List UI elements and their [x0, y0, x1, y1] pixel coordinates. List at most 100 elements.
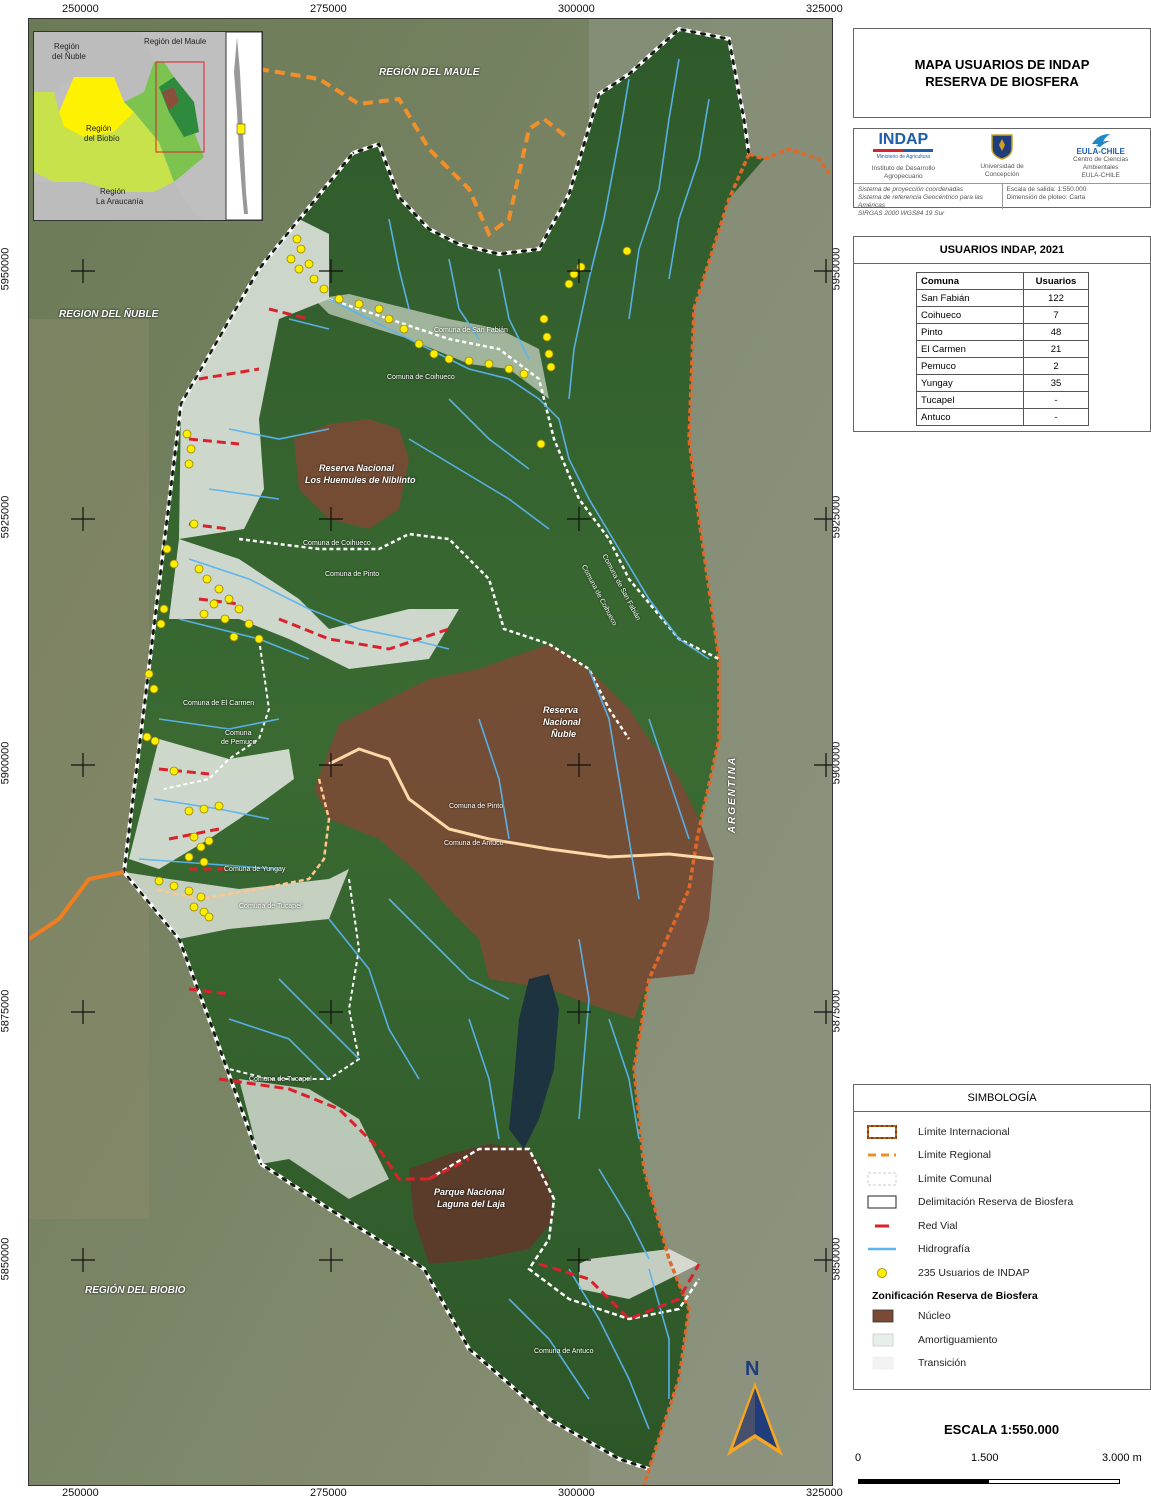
scale-label-1500: 1.500 [971, 1452, 999, 1464]
coord-top-300000: 300000 [558, 3, 595, 15]
legend-label: Límite Internacional [918, 1125, 1010, 1138]
scale-bar-segment-2 [989, 1480, 1119, 1483]
table-row: Tucapel- [916, 391, 1089, 409]
limite-internacional-icon [864, 1124, 900, 1139]
legend-item-delimitacion: Delimitación Reserva de Biosfera [854, 1191, 1150, 1215]
label-comuna-yungay: Comuna de Yungay [224, 866, 286, 873]
grid-crosses [71, 259, 832, 1272]
limite-comunal-icon [864, 1172, 900, 1186]
north-arrow: N [725, 1358, 785, 1458]
legend-zonification-heading: Zonificación Reserva de Biosfera [872, 1289, 1038, 1302]
col-usuarios: Usuarios [1023, 272, 1089, 290]
zone-transicion-2 [169, 539, 459, 669]
coord-left-5900000: 5900000 [0, 741, 12, 785]
cell-comuna: Pinto [916, 323, 1024, 341]
inset-label-araucania-2: La Araucanía [96, 197, 144, 206]
label-comuna-elcarmen: Comuna de El Carmen [183, 700, 255, 707]
cell-comuna: Coihueco [916, 306, 1024, 324]
inset-label-biobio-1: Región [86, 124, 112, 133]
label-parque-laja-2: Laguna del Laja [437, 1199, 506, 1209]
legend-label: Red Vial [918, 1219, 958, 1232]
usuarios-point-icon [864, 1266, 900, 1280]
limite-comunal-3 [163, 638, 271, 790]
title-panel: MAPA USUARIOS DE INDAP RESERVA DE BIOSFE… [853, 28, 1151, 118]
eula-caption-1: Centro de Ciencias [1073, 156, 1129, 163]
title-line-1: MAPA USUARIOS DE INDAP [914, 57, 1090, 72]
north-arrow-icon [727, 1382, 783, 1456]
label-comuna-pinto-2: Comuna de Pinto [449, 803, 504, 810]
users-panel: USUARIOS INDAP, 2021 Comuna Usuarios San… [853, 236, 1151, 432]
udec-logo-cell: Universidad de Concepción [953, 129, 1052, 183]
cell-comuna: Yungay [916, 374, 1024, 392]
label-region-nuble: REGION DEL ÑUBLE [59, 309, 159, 320]
label-comuna-antuco-2: Comuna de Antuco [534, 1348, 594, 1355]
legend-label: Transición [918, 1357, 967, 1370]
nucleo-nuble [314, 644, 714, 1019]
cell-usuarios: 35 [1023, 374, 1089, 392]
inset-map-canvas [34, 32, 262, 220]
coord-left-5925000: 5925000 [0, 495, 12, 539]
scale-label-3000: 3.000 m [1102, 1452, 1142, 1464]
nucleo-swatch-icon [864, 1309, 900, 1323]
label-comuna-tucapel-2: Comuna de Tucapel [249, 1076, 312, 1083]
eula-caption-3: EULA-CHILE [1081, 172, 1120, 179]
cell-usuarios: 7 [1023, 306, 1089, 324]
zone-transicion-5 [239, 1079, 389, 1199]
inset-label-biobio-2: del Biobío [84, 134, 120, 143]
nucleo-laja [409, 1144, 554, 1264]
legend-item-nucleo: Núcleo [854, 1305, 1150, 1329]
label-comuna-tucapel-1: Comuna de Tucapel [239, 903, 302, 910]
north-label: N [745, 1358, 760, 1380]
label-region-maule: REGIÓN DEL MAULE [379, 67, 480, 78]
lake-laja [509, 974, 559, 1149]
label-comuna-pinto-1: Comuna de Pinto [325, 571, 380, 578]
red-vial-icon [864, 1219, 900, 1233]
cell-comuna: Antuco [916, 408, 1024, 426]
label-reserva-nuble-3: Ñuble [551, 729, 577, 739]
label-argentina: ARGENTINA [727, 755, 739, 834]
scale-title: ESCALA 1:550.000 [944, 1422, 1060, 1437]
red-vial [158, 307, 701, 1321]
label-comuna-sanfabian: Comuna de San Fabián [434, 327, 508, 334]
legend-item-red-vial: Red Vial [854, 1214, 1150, 1238]
table-row: Antuco- [916, 408, 1089, 426]
label-comuna-pemuco-1: Comuna [225, 730, 252, 737]
udec-caption-2: Concepción [984, 170, 1020, 178]
limite-regional-biobio [29, 870, 125, 941]
udec-shield-icon [991, 133, 1013, 160]
hidrografia [138, 58, 710, 1430]
label-reserva-huemules-1: Reserva Nacional [319, 463, 395, 473]
limite-internacional [632, 147, 831, 1485]
usuarios-indap [142, 234, 632, 922]
scale-info-line-1: Escala de salida: 1:550.000 [1006, 186, 1087, 193]
coord-left-5950000: 5950000 [0, 247, 12, 291]
coord-top-325000: 325000 [806, 3, 843, 15]
amortiguamiento-swatch-icon [864, 1333, 900, 1347]
coord-bottom-300000: 300000 [558, 1487, 595, 1499]
hidrografia-icon [864, 1242, 900, 1256]
legend-heading: SIMBOLOGÍA [854, 1085, 1150, 1112]
legend-label: Hidrografía [918, 1243, 970, 1256]
map-frame[interactable]: REGIÓN DEL MAULE REGION DEL ÑUBLE REGIÓN… [28, 18, 833, 1486]
legend-label: Amortiguamiento [918, 1333, 998, 1346]
label-comuna-pemuco-2: de Pemuco [221, 739, 257, 746]
cell-usuarios: - [1023, 408, 1089, 426]
limite-regional-maule [258, 67, 571, 238]
inset-label-nuble-2: del Ñuble [52, 52, 86, 61]
label-parque-laja-1: Parque Nacional [434, 1187, 505, 1197]
limite-comunal-2 [238, 532, 631, 740]
legend-item-limite-regional: Límite Regional [854, 1144, 1150, 1168]
inset-label-araucania-1: Región [100, 187, 126, 196]
eula-logo-name: EULA-CHILE [1076, 147, 1125, 156]
coord-bottom-275000: 275000 [310, 1487, 347, 1499]
eula-caption-2: Ambientales [1082, 164, 1119, 171]
projection-info: Sistema de proyección coordenadas Sistem… [854, 184, 1002, 217]
udec-caption-1: Universidad de [980, 162, 1024, 170]
indap-logo-cell: INDAP Ministerio de Agricultura Institut… [854, 129, 953, 183]
logos-panel: INDAP Ministerio de Agricultura Institut… [853, 128, 1151, 217]
logo-row: INDAP Ministerio de Agricultura Institut… [854, 129, 1150, 184]
limite-regional-icon [864, 1148, 900, 1162]
